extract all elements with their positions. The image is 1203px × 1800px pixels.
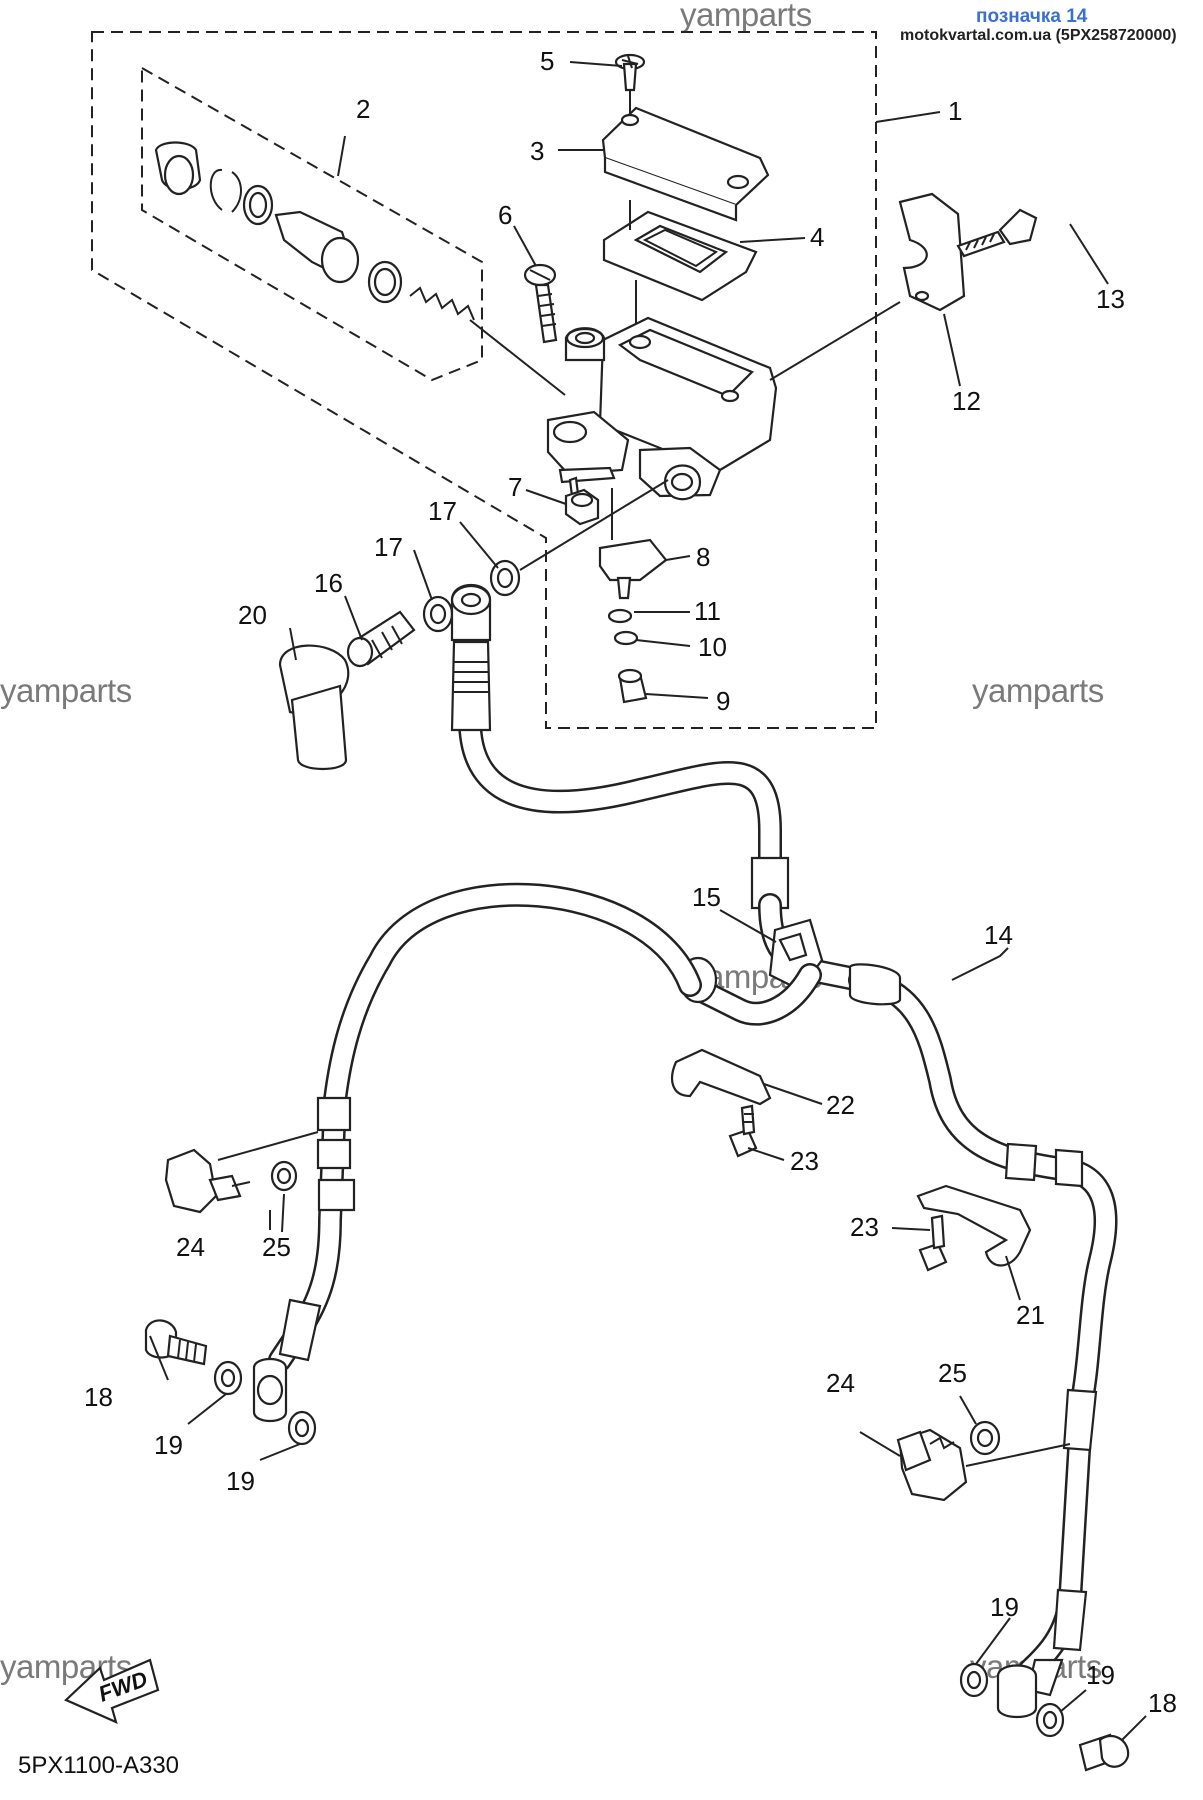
callout-18: 18 bbox=[84, 1382, 113, 1412]
callout-1: 1 bbox=[948, 96, 962, 126]
upper-brake-hose bbox=[450, 584, 790, 912]
watermark: yamparts bbox=[680, 0, 812, 33]
tag-title: позначка 14 bbox=[976, 6, 1088, 27]
callout-8: 8 bbox=[696, 542, 710, 572]
diagram-code: 5PX1100-A330 bbox=[18, 1752, 180, 1779]
callout-23b: 23 bbox=[850, 1212, 879, 1242]
callout-2: 2 bbox=[356, 94, 370, 124]
callout-19: 19 bbox=[154, 1430, 183, 1460]
callout-23: 23 bbox=[790, 1146, 819, 1176]
callout-22: 22 bbox=[826, 1090, 855, 1120]
hose-joint bbox=[678, 893, 872, 1026]
watermark: yamparts bbox=[0, 672, 132, 709]
leader-lines bbox=[149, 61, 1147, 1741]
callout-12: 12 bbox=[952, 386, 981, 416]
callout-15: 15 bbox=[692, 882, 721, 912]
assembly-outline bbox=[91, 31, 877, 729]
fwd-arrow: FWD bbox=[64, 1658, 160, 1724]
callout-18b: 18 bbox=[1148, 1688, 1177, 1718]
callout-6: 6 bbox=[498, 200, 512, 230]
callout-4: 4 bbox=[810, 222, 824, 252]
callout-13: 13 bbox=[1096, 284, 1125, 314]
hose-clamps bbox=[164, 1048, 1071, 1502]
right-union-bolt bbox=[959, 1662, 1130, 1772]
callout-19c: 19 bbox=[990, 1592, 1019, 1622]
callout-25b: 25 bbox=[938, 1358, 967, 1388]
callouts: 1 2 3 4 5 6 7 8 9 10 11 12 13 14 15 16 1… bbox=[84, 46, 1177, 1718]
callout-7: 7 bbox=[508, 472, 522, 502]
callout-5: 5 bbox=[540, 46, 554, 76]
nut bbox=[564, 488, 600, 526]
callout-17b: 17 bbox=[428, 496, 457, 526]
callout-10: 10 bbox=[698, 632, 727, 662]
piston-kit bbox=[154, 141, 566, 396]
callout-11: 11 bbox=[694, 596, 721, 626]
callout-14: 14 bbox=[984, 920, 1013, 950]
reservoir-cap bbox=[601, 53, 770, 222]
handlebar-holder bbox=[769, 192, 1038, 381]
callout-9: 9 bbox=[716, 686, 730, 716]
callout-3: 3 bbox=[530, 136, 544, 166]
pivot-bolt bbox=[523, 263, 558, 344]
brake-switch bbox=[598, 488, 668, 704]
callout-20: 20 bbox=[238, 600, 267, 630]
callout-24b: 24 bbox=[826, 1368, 855, 1398]
callout-24: 24 bbox=[176, 1232, 205, 1262]
tag-subtitle: motokvartal.com.ua (5PX258720000) bbox=[900, 27, 1177, 44]
callout-19b: 19 bbox=[226, 1466, 255, 1496]
callout-16: 16 bbox=[314, 568, 343, 598]
callout-19d: 19 bbox=[1086, 1660, 1115, 1690]
left-brake-hose bbox=[252, 882, 702, 1423]
callout-21: 21 bbox=[1016, 1300, 1045, 1330]
callout-17: 17 bbox=[374, 532, 403, 562]
right-brake-hose bbox=[848, 963, 1118, 1697]
master-cylinder-body bbox=[546, 316, 778, 501]
watermark: yamparts bbox=[972, 672, 1104, 709]
callout-25: 25 bbox=[262, 1232, 291, 1262]
left-union-bolt bbox=[144, 1319, 317, 1446]
diaphragm bbox=[602, 200, 758, 330]
